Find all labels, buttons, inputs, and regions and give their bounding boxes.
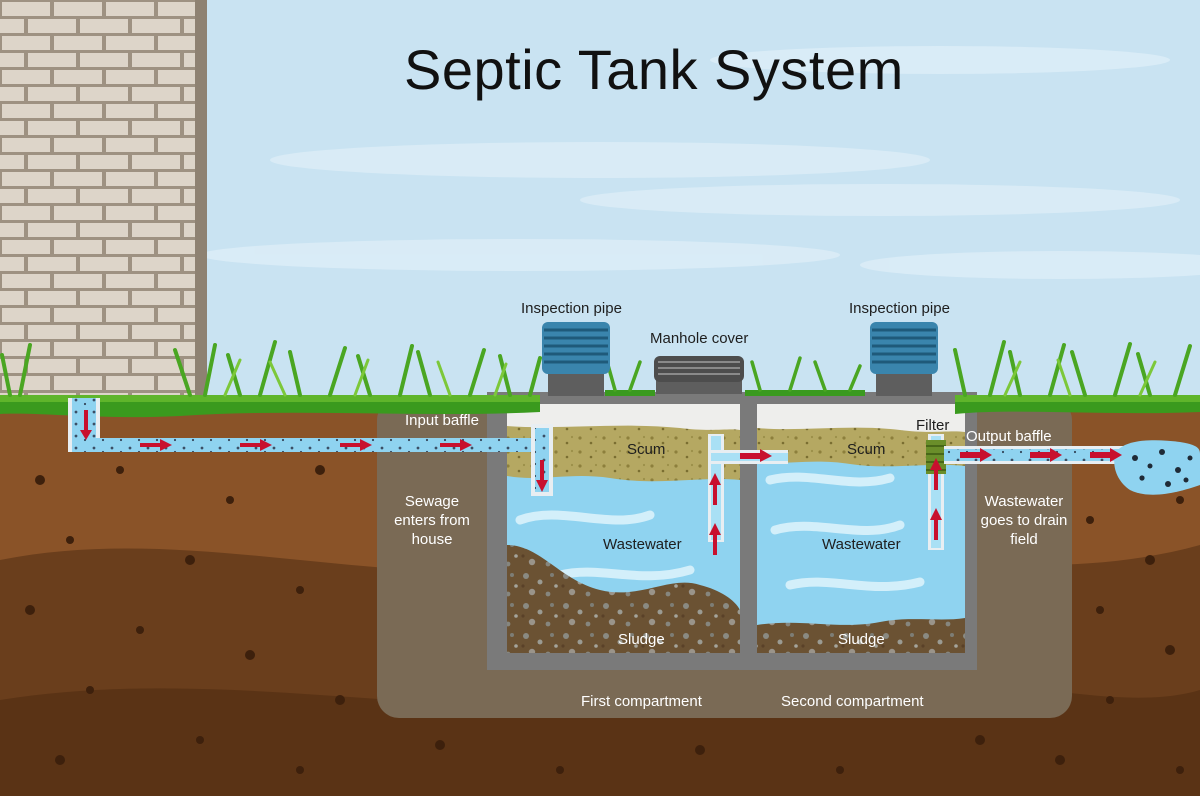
- grass-middle: [605, 356, 865, 396]
- manhole-cover: [654, 356, 744, 394]
- compartment-partition: [740, 392, 757, 654]
- label-sewage-enters: Sewage enters from house: [394, 493, 470, 548]
- label-drain-field: Wastewater goes to drain field: [980, 493, 1068, 548]
- label-input-baffle: Input baffle: [405, 412, 479, 429]
- label-wastewater-second: Wastewater: [822, 536, 901, 553]
- label-sludge-first: Sludge: [618, 631, 665, 648]
- outlet-filter: [926, 434, 946, 550]
- label-filter: Filter: [916, 417, 950, 434]
- house-wall: [0, 0, 207, 398]
- label-scum-second: Scum: [847, 441, 886, 458]
- inspection-pipe-left: [542, 322, 610, 396]
- grass-right: [953, 340, 1200, 414]
- label-manhole-cover: Manhole cover: [650, 330, 749, 347]
- grass-left: [0, 340, 542, 418]
- label-wastewater-first: Wastewater: [603, 536, 682, 553]
- label-second-compartment: Second compartment: [781, 693, 924, 710]
- label-inspection-pipe-right: Inspection pipe: [849, 300, 950, 317]
- diagram-title: Septic Tank System: [404, 38, 904, 101]
- inspection-pipe-right: [870, 322, 938, 396]
- label-inspection-pipe-left: Inspection pipe: [521, 300, 622, 317]
- soil-pebbles: [25, 465, 1184, 774]
- inlet-pipe: [68, 398, 540, 452]
- label-first-compartment: First compartment: [581, 693, 702, 710]
- label-sludge-second: Sludge: [838, 631, 885, 648]
- sky-clouds: [200, 46, 1200, 279]
- flow-arrows: [80, 410, 1122, 555]
- label-scum-first: Scum: [627, 441, 666, 458]
- label-output-baffle: Output baffle: [966, 428, 1052, 445]
